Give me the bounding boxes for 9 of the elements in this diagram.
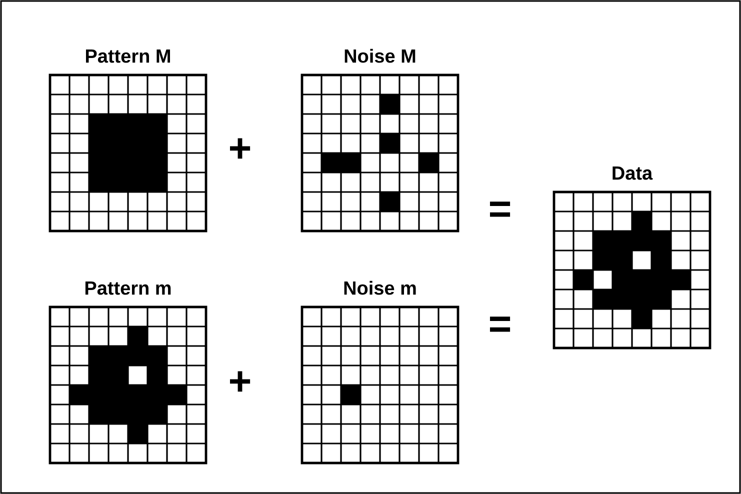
grid-title: Noise M <box>344 48 416 63</box>
plus-sign: + <box>230 371 250 392</box>
grid-title: Noise m <box>344 280 416 295</box>
equals-sign: = <box>490 202 510 217</box>
grid-title: Pattern m <box>85 282 171 295</box>
plus-sign: + <box>230 138 250 159</box>
equals-sign: = <box>490 316 510 332</box>
grid-title: Pattern M <box>86 50 170 63</box>
grid-title: Data <box>612 166 653 180</box>
